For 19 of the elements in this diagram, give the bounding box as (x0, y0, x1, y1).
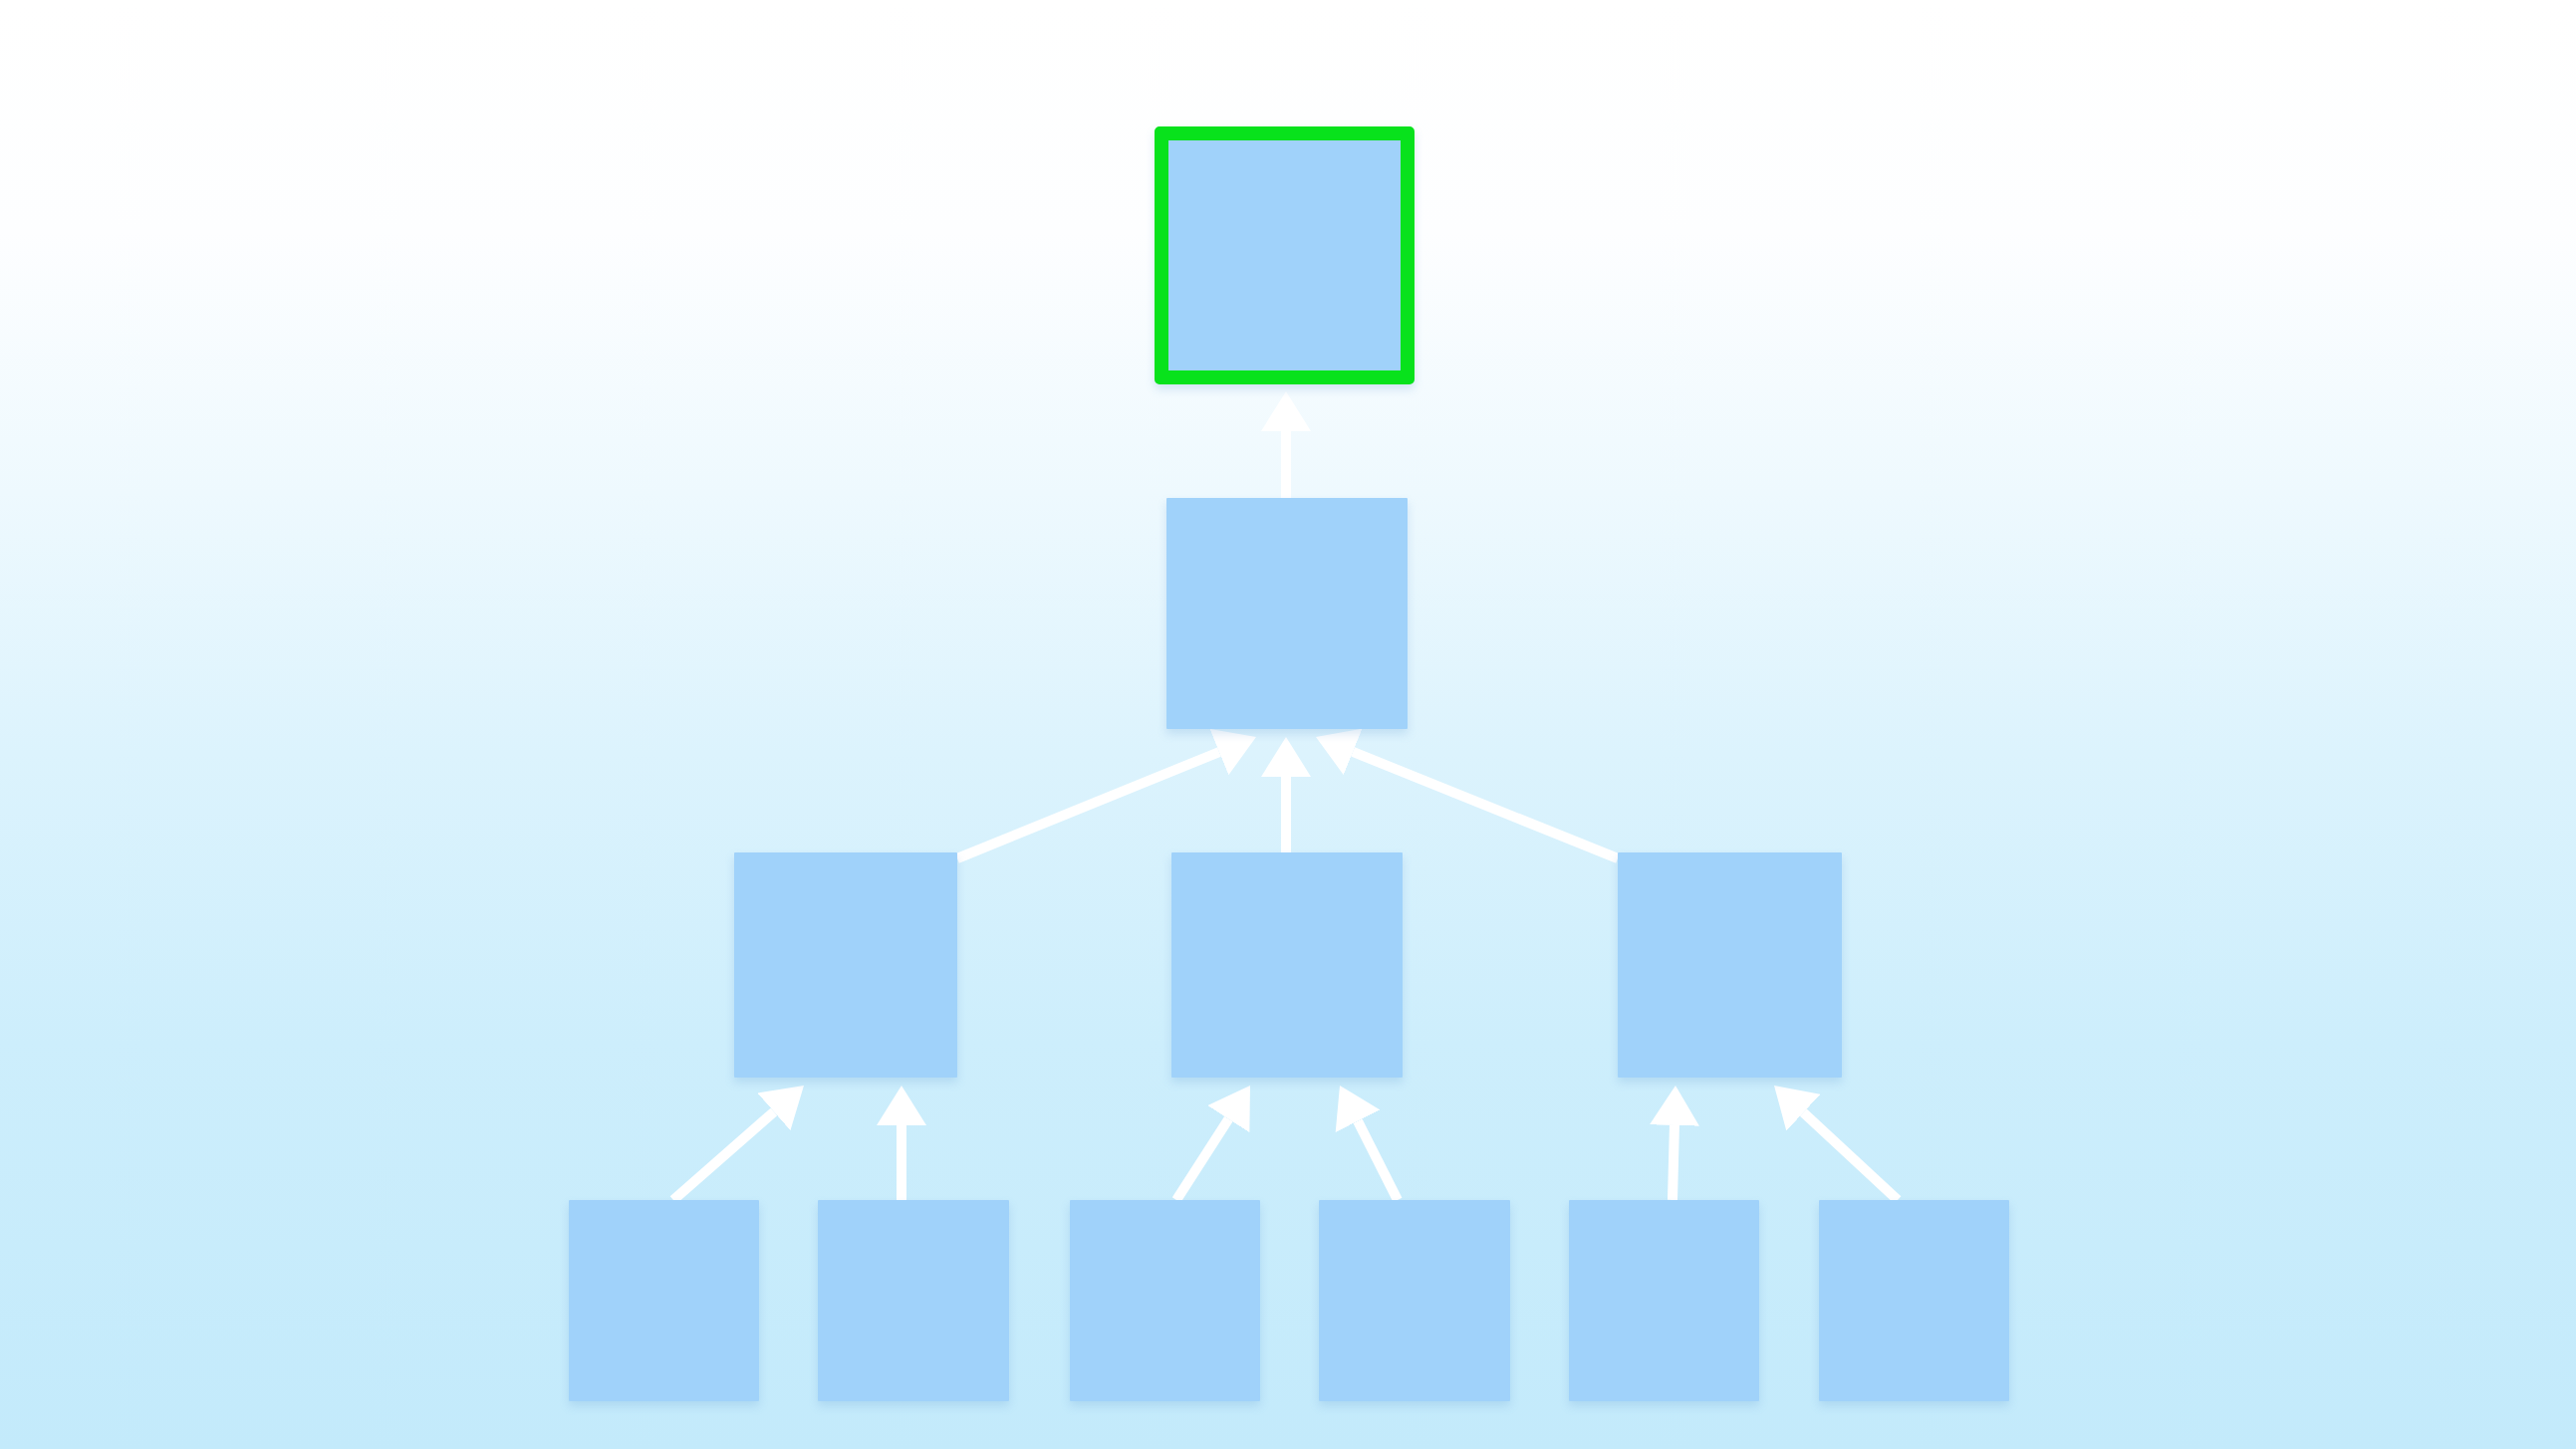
arrow (1171, 1086, 1250, 1203)
arrow (1261, 737, 1311, 852)
square (569, 1200, 759, 1401)
square (734, 852, 957, 1078)
square (1819, 1200, 2009, 1401)
square (1618, 852, 1842, 1078)
arrow (877, 1086, 926, 1200)
arrow (1316, 728, 1620, 863)
arrow (955, 728, 1256, 863)
square (1569, 1200, 1759, 1401)
square (1166, 498, 1408, 729)
square (818, 1200, 1009, 1401)
highlighted-square (1155, 126, 1415, 384)
arrow (1649, 1086, 1699, 1201)
arrow (1261, 391, 1311, 498)
square (1171, 852, 1403, 1078)
square (1319, 1200, 1510, 1401)
square (1070, 1200, 1260, 1401)
arrow (1335, 1086, 1403, 1203)
